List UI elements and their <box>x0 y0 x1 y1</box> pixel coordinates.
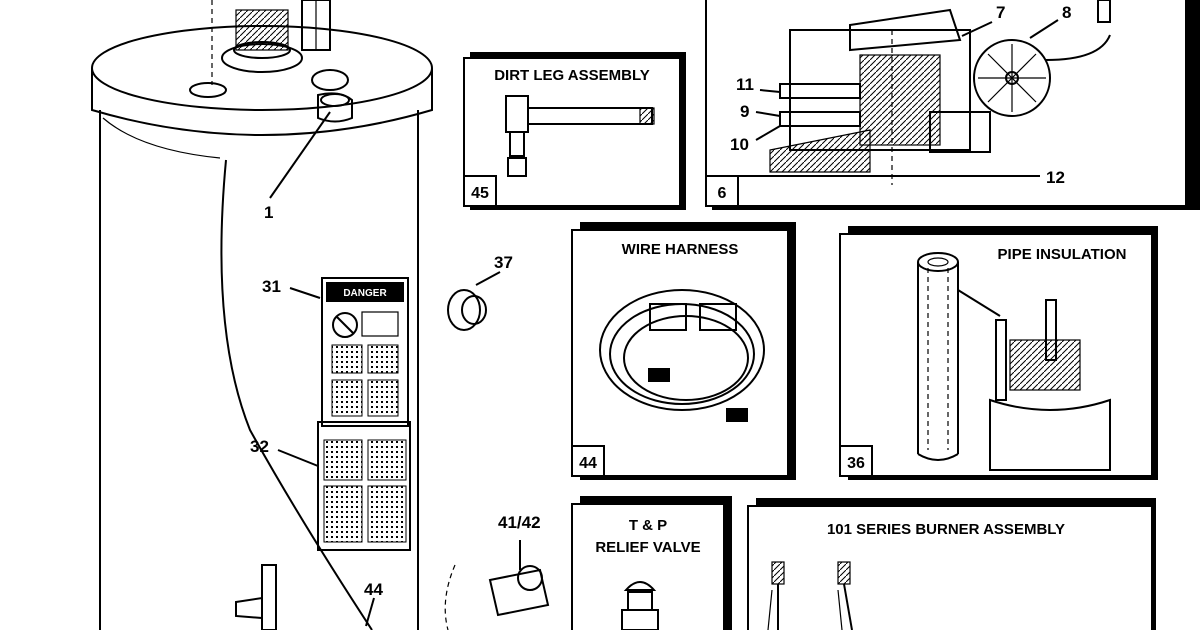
callout-1: 1 <box>264 111 331 222</box>
panel-number: 45 <box>471 185 489 202</box>
svg-text:31: 31 <box>262 277 281 296</box>
callout-7: 7 <box>961 3 1005 37</box>
svg-text:11: 11 <box>736 75 754 94</box>
callout-12: 12 <box>1000 168 1065 187</box>
svg-text:32: 32 <box>250 437 269 456</box>
callout-11: 11 <box>736 75 781 94</box>
panel-title-line1: T & P <box>629 517 667 534</box>
panel-title: WIRE HARNESS <box>622 241 739 258</box>
panel-gas-control: 7 8 11 9 10 12 6 <box>705 0 1200 210</box>
wire-harness-coil <box>599 289 765 422</box>
relief-valve-body <box>621 581 659 630</box>
instruction-label-decal <box>317 421 411 551</box>
panel-number: 6 <box>718 185 727 202</box>
svg-text:37: 37 <box>494 253 513 272</box>
callout-8: 8 <box>1029 3 1071 39</box>
pipe-insulation-heater-top <box>957 289 1111 471</box>
part-41-42-valve: 41/42 <box>444 513 550 630</box>
svg-text:44: 44 <box>364 580 383 599</box>
panel-burner-assembly: 101 SERIES BURNER ASSEMBLY <box>747 498 1156 630</box>
svg-text:9: 9 <box>740 102 749 121</box>
pipe-insulation-tube <box>917 252 959 461</box>
svg-text:8: 8 <box>1062 3 1071 22</box>
panel-title: 101 SERIES BURNER ASSEMBLY <box>827 521 1065 538</box>
part-37-spacer: 37 <box>447 253 513 331</box>
svg-text:1: 1 <box>264 203 273 222</box>
callout-9: 9 <box>740 102 781 121</box>
panel-dirt-leg-assembly: DIRT LEG ASSEMBLY 45 <box>463 52 686 210</box>
gas-control-valve <box>728 0 1111 185</box>
panel-number: 36 <box>847 455 865 472</box>
burner-tubes <box>767 561 853 630</box>
svg-text:10: 10 <box>730 135 749 154</box>
panel-title-line2: RELIEF VALVE <box>595 539 700 556</box>
panel-wire-harness: WIRE HARNESS 44 <box>571 222 796 480</box>
svg-text:41/42: 41/42 <box>498 513 541 532</box>
danger-label-decal: DANGER <box>321 277 409 427</box>
svg-text:7: 7 <box>996 3 1005 22</box>
top-fittings <box>189 0 353 123</box>
callout-10: 10 <box>730 125 781 154</box>
svg-text:12: 12 <box>1046 168 1065 187</box>
panel-number: 44 <box>579 455 597 472</box>
callout-44-tank: 44 <box>364 580 383 627</box>
dirt-leg-fitting <box>505 95 655 177</box>
panel-title: PIPE INSULATION <box>998 246 1127 263</box>
water-heater-tank: DANGER <box>91 0 433 630</box>
drain-valve <box>235 564 277 630</box>
danger-text: DANGER <box>343 288 387 299</box>
callout-31: 31 <box>262 277 321 299</box>
panel-pipe-insulation: PIPE INSULATION 36 <box>839 226 1158 480</box>
panel-relief-valve: T & P RELIEF VALVE <box>571 496 732 630</box>
panel-title: DIRT LEG ASSEMBLY <box>494 67 650 84</box>
callout-32: 32 <box>250 437 319 467</box>
